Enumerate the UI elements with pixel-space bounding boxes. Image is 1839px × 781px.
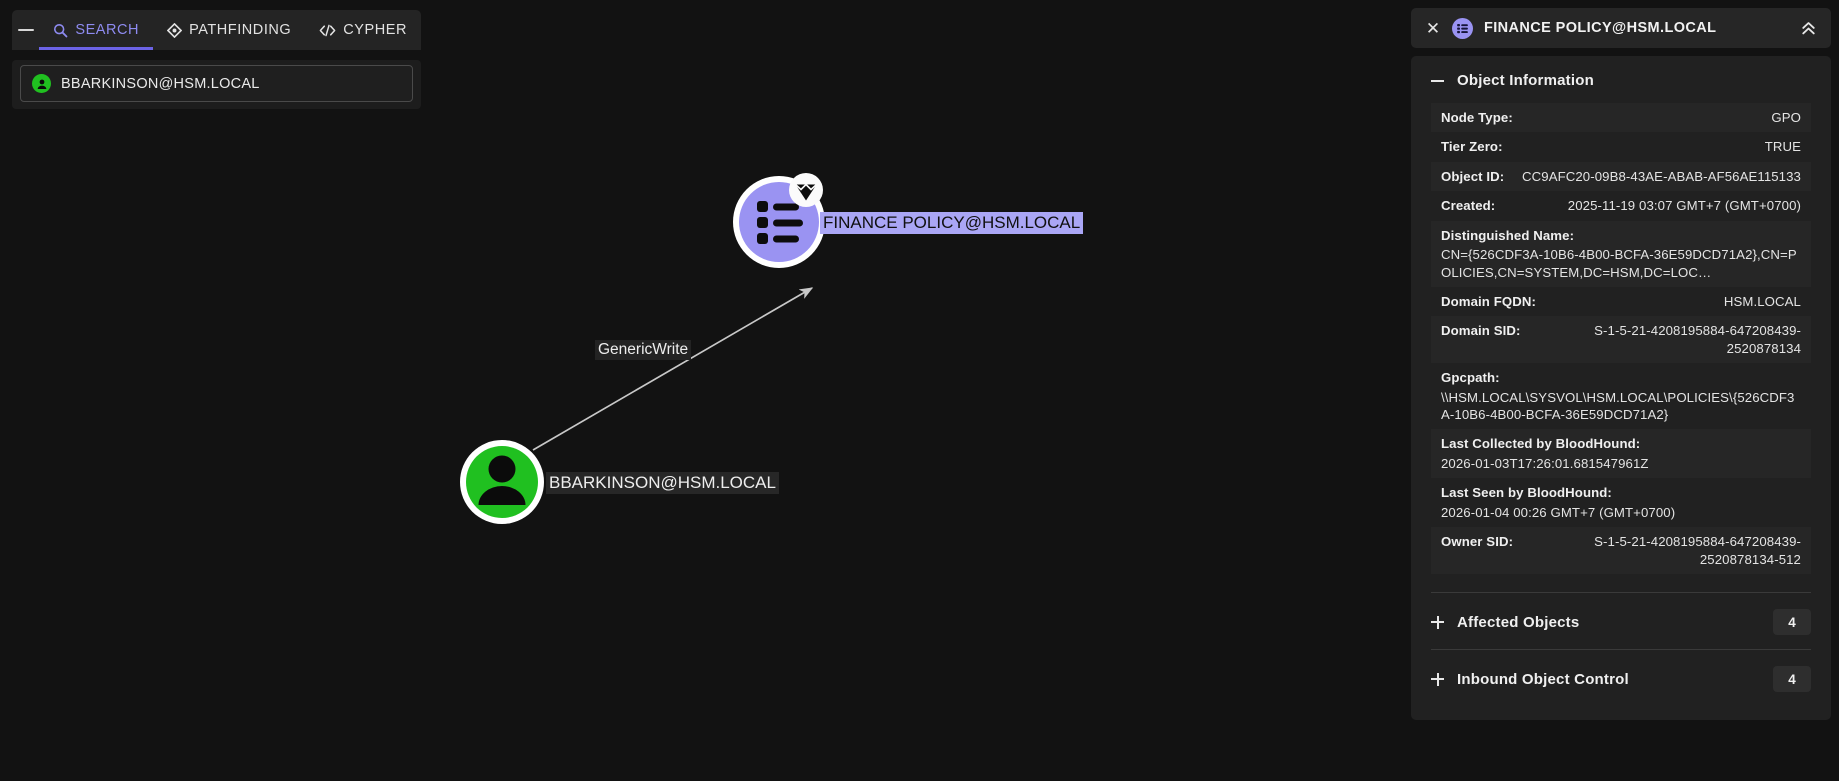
panel-body: Object Information Node Type: GPO Tier Z… (1411, 56, 1831, 721)
section-affected-objects-title: Affected Objects (1457, 613, 1580, 631)
field-tier-zero: Tier Zero: TRUE (1431, 132, 1811, 161)
divider (1431, 592, 1811, 594)
field-value: HSM.LOCAL (1723, 293, 1801, 309)
field-label: Object ID: (1441, 168, 1505, 184)
search-input-value[interactable]: BBARKINSON@HSM.LOCAL (61, 75, 260, 92)
field-label: Created: (1441, 198, 1496, 214)
field-value: 2026-01-04 00:26 GMT+7 (GMT+0700) (1441, 504, 1676, 520)
graph-edge-genericwrite[interactable] (532, 287, 814, 451)
field-value: GPO (1771, 110, 1801, 125)
field-value: 2026-01-03T17:26:01.681547961Z (1441, 455, 1649, 471)
object-information-fields: Node Type: GPO Tier Zero: TRUE Object ID… (1411, 103, 1831, 575)
field-domain-sid: Domain SID: S-1-5-21-4208195884-64720843… (1431, 316, 1811, 364)
double-chevron-up-icon[interactable] (1796, 20, 1821, 37)
graph-edge-label[interactable]: GenericWrite (595, 340, 692, 360)
plus-icon (1431, 672, 1444, 686)
magnifier-icon (53, 23, 68, 38)
diamond-icon (167, 22, 183, 38)
section-affected-objects-header[interactable]: Affected Objects 4 (1411, 593, 1831, 649)
inbound-object-control-count: 4 (1773, 666, 1811, 693)
section-object-information-header[interactable]: Object Information (1411, 56, 1831, 103)
field-value: CN={526CDF3A-10B6-4B00-BCFA-36E59DCD71A2… (1441, 247, 1797, 280)
minus-icon (1431, 74, 1444, 87)
search-tabbar: SEARCH PATHFINDING (12, 10, 421, 50)
tab-cypher[interactable]: CYPHER (305, 10, 421, 50)
search-widget: SEARCH PATHFINDING (12, 10, 421, 109)
minus-icon (17, 29, 34, 31)
tab-pathfinding[interactable]: PATHFINDING (153, 10, 305, 50)
gpo-list-icon (1452, 17, 1473, 39)
field-distinguished-name: Distinguished Name: CN={526CDF3A-10B6-4B… (1431, 220, 1811, 287)
field-label: Tier Zero: (1441, 139, 1503, 155)
field-value: CC9AFC20-09B8-43AE-ABAB-AF56AE115133 (1522, 168, 1801, 184)
field-domain-fqdn: Domain FQDN: HSM.LOCAL (1431, 287, 1811, 316)
tab-search-label: SEARCH (75, 22, 140, 38)
graph-node-user-label[interactable]: BBARKINSON@HSM.LOCAL (546, 472, 779, 494)
field-gpcpath: Gpcpath: \\HSM.LOCAL\SYSVOL\HSM.LOCAL\PO… (1431, 363, 1811, 429)
close-icon[interactable]: ✕ (1425, 18, 1441, 38)
field-created: Created: 2025-11-19 03:07 GMT+7 (GMT+070… (1431, 191, 1811, 220)
field-value: S-1-5-21-4208195884-647208439-2520878134… (1594, 534, 1801, 567)
graph-node-user[interactable] (460, 440, 544, 524)
affected-objects-count: 4 (1773, 609, 1811, 636)
field-last-collected-by-bloodhound: Last Collected by BloodHound: 2026-01-03… (1431, 429, 1811, 479)
field-object-id: Object ID: CC9AFC20-09B8-43AE-ABAB-AF56A… (1431, 161, 1811, 192)
field-label: Node Type: (1441, 110, 1513, 125)
search-input[interactable]: BBARKINSON@HSM.LOCAL (20, 65, 413, 102)
field-last-seen-by-bloodhound: Last Seen by BloodHound: 2026-01-04 00:2… (1431, 478, 1811, 527)
tier-zero-gem-icon (789, 173, 823, 207)
user-silhouette-icon (478, 455, 526, 505)
tab-search[interactable]: SEARCH (39, 10, 153, 50)
graph-node-gpo[interactable] (733, 173, 825, 268)
field-label: Domain SID: (1441, 323, 1521, 339)
field-label: Distinguished Name: (1441, 227, 1575, 243)
user-node-icon (32, 74, 51, 93)
field-label: Last Collected by BloodHound: (1441, 436, 1641, 452)
collapse-search-button[interactable] (12, 10, 39, 50)
panel-title: FINANCE POLICY@HSM.LOCAL (1484, 20, 1717, 36)
field-value: S-1-5-21-4208195884-647208439-2520878134 (1594, 323, 1801, 356)
field-owner-sid: Owner SID: S-1-5-21-4208195884-647208439… (1431, 527, 1811, 575)
field-value: 2025-11-19 03:07 GMT+7 (GMT+0700) (1567, 198, 1801, 214)
field-label: Owner SID: (1441, 534, 1514, 550)
section-inbound-object-control-title: Inbound Object Control (1457, 670, 1629, 688)
field-label: Last Seen by BloodHound: (1441, 485, 1612, 501)
field-label: Gpcpath: (1441, 370, 1500, 386)
gpo-list-icon (757, 201, 803, 244)
plus-icon (1431, 615, 1444, 629)
search-field-container: BBARKINSON@HSM.LOCAL (12, 60, 421, 109)
field-node-type: Node Type: GPO (1431, 103, 1811, 133)
tab-pathfinding-label: PATHFINDING (189, 22, 292, 38)
node-details-panel: ✕ FINANCE POLICY@HSM.LOCAL (1411, 8, 1831, 721)
section-object-information-title: Object Information (1457, 72, 1594, 89)
section-inbound-object-control-header[interactable]: Inbound Object Control 4 (1411, 650, 1831, 706)
graph-node-gpo-label[interactable]: FINANCE POLICY@HSM.LOCAL (820, 212, 1084, 234)
field-value: TRUE (1764, 139, 1801, 155)
panel-header: ✕ FINANCE POLICY@HSM.LOCAL (1411, 8, 1831, 48)
field-value: \\HSM.LOCAL\SYSVOL\HSM.LOCAL\POLICIES\{5… (1441, 389, 1795, 423)
code-brackets-icon (319, 23, 336, 38)
field-label: Domain FQDN: (1441, 293, 1536, 309)
divider (1431, 649, 1811, 651)
tab-cypher-label: CYPHER (343, 22, 407, 38)
